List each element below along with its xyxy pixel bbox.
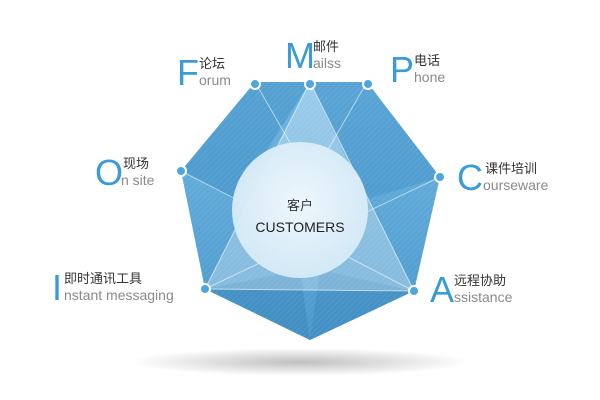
node-dot-forum xyxy=(249,78,261,90)
service-cn: 邮件 xyxy=(313,40,340,55)
service-letter: A xyxy=(430,269,455,310)
center-title-cn: 客户 xyxy=(286,199,313,214)
service-letter: F xyxy=(177,52,199,93)
node-dot-mail xyxy=(304,78,316,90)
node-dot-onsite xyxy=(175,165,187,177)
service-en: orum xyxy=(199,72,231,88)
service-letter: I xyxy=(52,267,63,308)
node-dot-im xyxy=(199,283,211,295)
service-letter: C xyxy=(457,157,483,198)
service-en: nstant messaging xyxy=(64,287,174,303)
service-letter: P xyxy=(390,49,415,90)
floor-shadow xyxy=(130,348,470,376)
service-cn: 现场 xyxy=(123,157,150,172)
service-en: n site xyxy=(121,172,155,188)
service-cn: 远程协助 xyxy=(454,274,507,289)
service-en: ssistance xyxy=(454,289,513,305)
center-circle xyxy=(232,142,368,278)
service-cn: 电话 xyxy=(414,54,441,69)
node-dot-phone xyxy=(362,78,374,90)
node-dots xyxy=(175,78,446,297)
service-en: ourseware xyxy=(483,177,549,193)
service-en: ailss xyxy=(313,55,342,71)
service-cn: 即时通讯工具 xyxy=(64,272,143,287)
service-cn: 课件培训 xyxy=(485,162,538,177)
node-dot-assistance xyxy=(408,285,420,297)
center-title-en: CUSTOMERS xyxy=(255,219,345,235)
service-cn: 论坛 xyxy=(199,57,226,72)
node-dot-courseware xyxy=(434,171,446,183)
service-en: hone xyxy=(414,69,446,85)
service-letter: M xyxy=(285,35,315,76)
service-letter: O xyxy=(95,152,124,193)
